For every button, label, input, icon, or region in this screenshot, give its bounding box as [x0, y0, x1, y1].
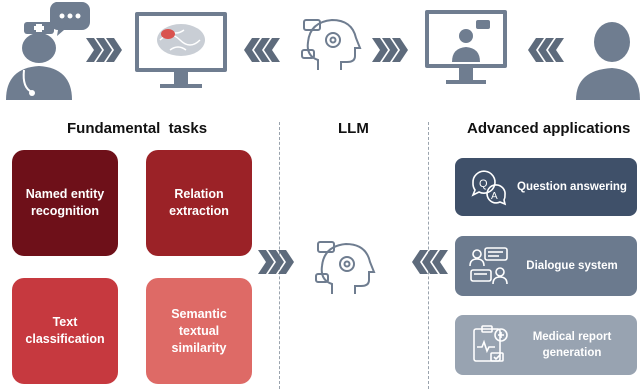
app-label: Dialogue system	[526, 260, 618, 272]
speech-bubble-icon	[49, 2, 90, 36]
heading-llm: LLM	[338, 120, 369, 137]
monitor-brain-icon	[135, 12, 227, 88]
chevron-arrows-icon	[528, 38, 564, 62]
qa-bubbles-icon: Q A	[471, 170, 507, 206]
llm-head-gear-icon	[301, 18, 362, 70]
task-label: Text classification	[25, 315, 105, 346]
center-flow	[258, 241, 448, 294]
chevron-arrows-icon	[372, 38, 408, 62]
app-label: Medical report generation	[532, 331, 612, 359]
task-label: Semantic textual similarity	[171, 306, 227, 355]
top-illustration-row	[6, 2, 640, 100]
app-medical-report-generation: Medical report generation	[455, 315, 637, 375]
app-label: Question answering	[517, 181, 627, 193]
heading-fundamental-tasks: Fundamental tasks	[67, 120, 208, 137]
task-semantic-textual-similarity: Semantic textual similarity	[146, 278, 252, 384]
chevron-arrows-icon	[412, 250, 448, 274]
chevron-arrows-icon	[258, 250, 294, 274]
doctor-icon	[6, 22, 72, 100]
task-relation-extraction: Relation extraction	[146, 150, 252, 256]
task-label: Relation extraction	[169, 187, 229, 218]
medical-report-icon	[473, 325, 508, 362]
task-label: Named entity recognition	[25, 187, 105, 218]
app-question-answering: Q A Question answering	[455, 158, 637, 216]
patient-icon	[576, 22, 640, 100]
task-named-entity-recognition: Named entity recognition	[12, 150, 118, 256]
llm-head-gear-icon	[315, 241, 376, 294]
heading-advanced-applications: Advanced applications	[467, 120, 631, 137]
chevron-arrows-icon	[244, 38, 280, 62]
app-dialogue-system: Dialogue system	[455, 236, 637, 296]
task-text-classification: Text classification	[12, 278, 118, 384]
monitor-doctor-icon	[425, 10, 507, 84]
chevron-arrows-icon	[86, 38, 122, 62]
svg-text:Q: Q	[479, 178, 488, 190]
svg-text:A: A	[491, 191, 498, 202]
dialogue-people-icon	[469, 247, 508, 285]
